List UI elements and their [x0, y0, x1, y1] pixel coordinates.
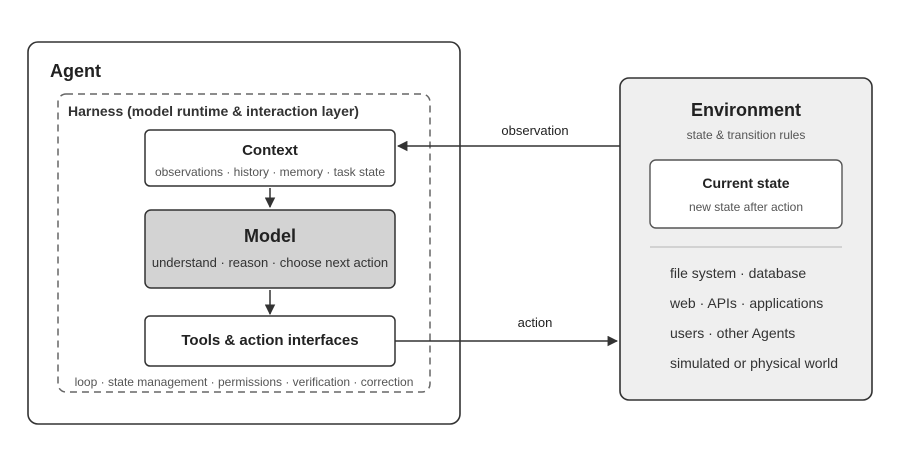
environment-item: users · other Agents [670, 325, 795, 341]
model-subtitle: understand · reason · choose next action [152, 255, 388, 270]
observation-edge: observation [396, 123, 620, 152]
model-box: Model understand · reason · choose next … [144, 209, 396, 289]
environment-item: simulated or physical world [670, 355, 838, 371]
environment-box: Environment state & transition rules [619, 77, 873, 401]
environment-item: web · APIs · applications [669, 295, 823, 311]
action-edge: action [395, 315, 619, 347]
current-state-box: Current state new state after action [649, 159, 843, 229]
harness-footer: loop · state management · permissions · … [75, 375, 414, 389]
context-box: Context observations · history · memory … [144, 129, 396, 187]
environment-title: Environment [691, 100, 801, 120]
environment-item: file system · database [670, 265, 806, 281]
current-state-subtitle: new state after action [689, 200, 803, 214]
model-title: Model [244, 226, 296, 246]
harness-title: Harness (model runtime & interaction lay… [68, 103, 359, 119]
current-state-title: Current state [702, 175, 789, 191]
harness-box: Harness (model runtime & interaction lay… [57, 93, 431, 393]
observation-label: observation [501, 123, 568, 138]
agent-title: Agent [50, 61, 101, 81]
context-title: Context [242, 142, 298, 159]
action-label: action [518, 315, 553, 330]
tools-title: Tools & action interfaces [181, 332, 358, 349]
environment-subtitle: state & transition rules [687, 128, 806, 142]
environment-items: file system · database web · APIs · appl… [669, 265, 838, 371]
context-subtitle: observations · history · memory · task s… [155, 165, 385, 179]
tools-box: Tools & action interfaces [144, 315, 396, 367]
